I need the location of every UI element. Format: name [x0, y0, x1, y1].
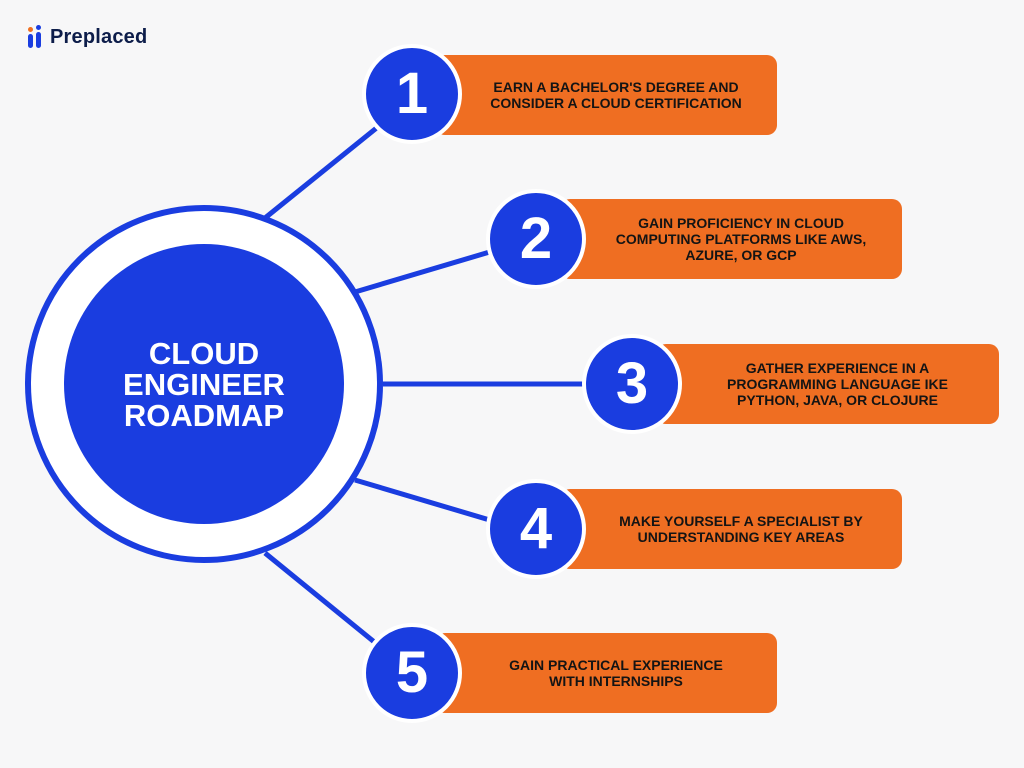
step-box-4: MAKE YOURSELF A SPECIALIST BY UNDERSTAND… [560, 489, 902, 569]
step-text-2: GAIN PROFICIENCY IN CLOUD COMPUTING PLAT… [615, 215, 867, 263]
step-text-3: GATHER EXPERIENCE IN A PROGRAMMING LANGU… [727, 360, 948, 408]
hub-title: CLOUD ENGINEER ROADMAP [123, 335, 285, 433]
step-number-5: 5 [362, 623, 462, 723]
step-number-2: 2 [486, 189, 586, 289]
preplaced-logo: Preplaced [28, 24, 147, 50]
step-text-5: GAIN PRACTICAL EXPERIENCE WITH INTERNSHI… [509, 657, 723, 689]
step-box-1: EARN A BACHELOR'S DEGREE AND CONSIDER A … [435, 55, 777, 135]
step-box-5: GAIN PRACTICAL EXPERIENCE WITH INTERNSHI… [435, 633, 777, 713]
step-text-4: MAKE YOURSELF A SPECIALIST BY UNDERSTAND… [619, 513, 863, 545]
hub-circle: CLOUD ENGINEER ROADMAP [64, 244, 344, 524]
preplaced-logo-icon [28, 25, 44, 49]
step-number-1: 1 [362, 44, 462, 144]
step-text-1: EARN A BACHELOR'S DEGREE AND CONSIDER A … [490, 79, 742, 111]
step-number-4: 4 [486, 479, 586, 579]
step-box-3: GATHER EXPERIENCE IN A PROGRAMMING LANGU… [656, 344, 999, 424]
step-number-3: 3 [582, 334, 682, 434]
brand-name: Preplaced [50, 25, 148, 48]
step-box-2: GAIN PROFICIENCY IN CLOUD COMPUTING PLAT… [560, 199, 902, 279]
